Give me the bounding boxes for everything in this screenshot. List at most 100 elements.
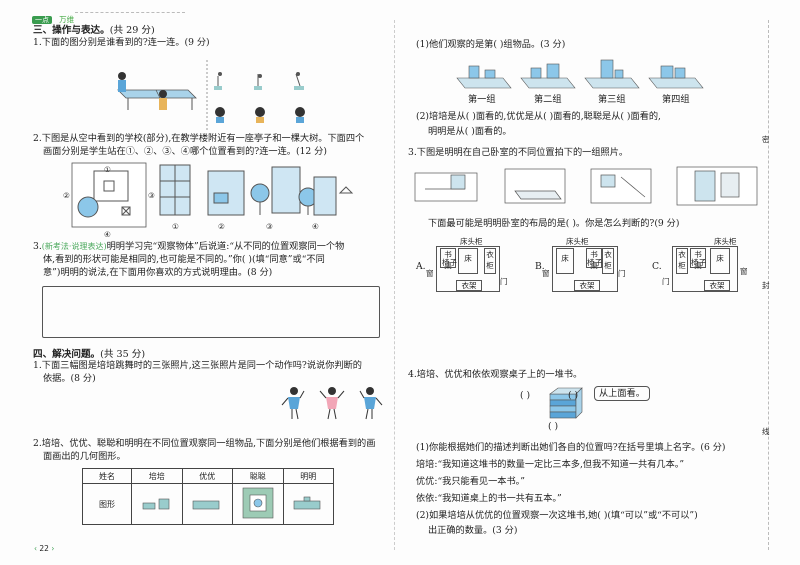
header: 一点 万维 bbox=[32, 7, 74, 26]
layoutC-desk: 书桌 bbox=[690, 248, 706, 270]
option-C-letter[interactable]: C. bbox=[652, 261, 662, 272]
layoutB-wardrobe: 衣柜 bbox=[602, 248, 614, 274]
option-B-letter[interactable]: B. bbox=[535, 261, 545, 272]
layoutA-hanger: 衣架 bbox=[456, 280, 482, 291]
table-cell-congcong bbox=[232, 483, 284, 525]
group-label-4: 第四组 bbox=[662, 94, 690, 105]
bedroom-photos bbox=[414, 166, 758, 206]
layoutB-chair: 椅子 bbox=[587, 258, 602, 267]
q3-line1: 3.(新考法·说理表达)明明学习完“观察物体”后说道:“从不同的位置观察同一个物 bbox=[33, 241, 345, 252]
q4-sub2-line2: 出正确的数量。(3 分) bbox=[428, 525, 518, 536]
layoutC-chair: 椅子 bbox=[691, 258, 706, 267]
p1-line1: 1.下面三幅图是培培跳舞时的三张照片,这三张照片是同一个动作吗?说说你判断的 bbox=[33, 360, 362, 371]
table-cell-mingming bbox=[282, 483, 334, 525]
layoutA-chair: 椅子 bbox=[442, 258, 457, 267]
map-mark-4: ④ bbox=[104, 230, 111, 239]
table-header-row: 姓名 培培 优优 聪聪 明明 bbox=[82, 468, 334, 484]
layoutB-room bbox=[552, 246, 618, 292]
dancer-photos bbox=[281, 387, 383, 420]
margin-char-2: 封 bbox=[762, 281, 770, 290]
q1-text: 1.下面的图分别是谁看到的?连一连。(9 分) bbox=[33, 37, 210, 48]
table-row-label: 图形 bbox=[82, 483, 132, 525]
table-row: 图形 bbox=[82, 483, 334, 525]
q3-ask: 下面最可能是明明卧室的布局的是( )。你是怎么判断的?(9 分) bbox=[428, 218, 680, 229]
pingpong-illustration bbox=[117, 72, 197, 110]
layoutA-room bbox=[436, 246, 500, 292]
q3-answer-box[interactable] bbox=[42, 286, 380, 338]
column-divider bbox=[394, 20, 396, 550]
r2-line2: 明明是从( )面看的。 bbox=[428, 126, 512, 137]
table-header: 优优 bbox=[181, 468, 233, 484]
layoutC-door: 门 bbox=[662, 277, 670, 286]
layoutC-hanger: 衣架 bbox=[704, 280, 730, 291]
layoutB-desk: 书桌 bbox=[586, 248, 602, 270]
table-header: 明明 bbox=[282, 468, 334, 484]
group-label-1: 第一组 bbox=[468, 94, 496, 105]
option-A-letter[interactable]: A. bbox=[416, 261, 426, 272]
book-stack bbox=[549, 387, 583, 419]
q4-yi: 依依:“我知道桌上的书一共有五本。” bbox=[416, 493, 562, 504]
layoutB-hanger: 衣架 bbox=[574, 280, 600, 291]
speech-bubble: 从上面看。 bbox=[594, 386, 650, 401]
q1-divider bbox=[206, 60, 208, 130]
table-cell-peipei bbox=[131, 483, 183, 525]
q2-four-views bbox=[159, 164, 354, 216]
group-label-2: 第二组 bbox=[534, 94, 562, 105]
q3-line3: 意”)明明的说法,在下面用你喜欢的方式说明理由。(8 分) bbox=[43, 267, 273, 278]
paren-right[interactable]: ( ) bbox=[568, 390, 579, 401]
layoutC-wardrobe: 衣柜 bbox=[676, 248, 688, 274]
brand-tag: 一点 bbox=[32, 16, 52, 24]
layoutB-window: 窗 bbox=[542, 269, 550, 278]
view-label-3: ③ bbox=[266, 222, 273, 231]
layoutA-window: 窗 bbox=[426, 269, 434, 278]
table-cell-youyou bbox=[181, 483, 233, 525]
section3-title: 三、操作与表达。(共 29 分) bbox=[33, 25, 155, 36]
shapes-table: 姓名 培培 优优 聪聪 明明 图形 bbox=[82, 468, 334, 525]
layoutB-top: 床头柜 bbox=[566, 237, 589, 246]
q3-line2: 体,看到的形状可能是相同的,也可能是不同的。”你( )(填“同意”或“不同 bbox=[43, 254, 325, 265]
layoutC-window: 窗 bbox=[740, 267, 748, 276]
table-header: 姓名 bbox=[82, 468, 132, 484]
q4-you: 优优:“我只能看见一本书。” bbox=[416, 476, 525, 487]
map-mark-2: ② bbox=[63, 191, 70, 200]
table-header: 聪聪 bbox=[232, 468, 284, 484]
layoutB-door: 门 bbox=[618, 269, 626, 278]
p1-line2: 依据。(8 分) bbox=[43, 373, 96, 384]
layoutA-top: 床头柜 bbox=[460, 237, 483, 246]
paren-bottom[interactable]: ( ) bbox=[548, 421, 559, 432]
q4-sub2-line1: (2)如果培培从优优的位置观察一次这堆书,她( )(填“可以”或“不可以”) bbox=[416, 510, 698, 521]
q4-pei: 培培:“我知道这堆书的数量一定比三本多,但我不知道一共有几本。” bbox=[416, 459, 685, 470]
paren-left[interactable]: ( ) bbox=[520, 390, 531, 401]
table-header: 培培 bbox=[131, 468, 183, 484]
view-label-4: ④ bbox=[312, 222, 319, 231]
group-label-3: 第三组 bbox=[598, 94, 626, 105]
layoutA-bed: 床 bbox=[458, 248, 478, 274]
layoutC-room bbox=[672, 246, 738, 292]
margin-char-1: 密 bbox=[762, 135, 770, 144]
q1-bottom-views bbox=[215, 107, 305, 123]
view-label-1: ① bbox=[172, 222, 179, 231]
p2-line1: 2.培培、优优、聪聪和明明在不同位置观察同一组物品,下面分别是他们根据看到的画 bbox=[33, 438, 376, 449]
layoutB-bed: 床 bbox=[556, 248, 574, 274]
page-number: ‹ 22 › bbox=[34, 544, 55, 553]
brand-tag-2: 万维 bbox=[59, 15, 75, 24]
q1-top-views bbox=[214, 72, 304, 90]
q2-line2: 画面分别是学生站在①、②、③、④哪个位置看到的?连一连。(12 分) bbox=[43, 146, 327, 157]
school-aerial-map bbox=[71, 162, 147, 228]
view-label-2: ② bbox=[218, 222, 225, 231]
layoutC-bed: 床 bbox=[710, 248, 730, 274]
four-groups-illustration bbox=[456, 59, 704, 89]
map-mark-1: ① bbox=[104, 165, 111, 174]
q4-title: 4.培培、优优和依依观察桌子上的一堆书。 bbox=[408, 369, 583, 380]
q3-title: 3.下图是明明在自己卧室的不同位置拍下的一组照片。 bbox=[408, 147, 629, 158]
margin-char-3: 线 bbox=[762, 427, 770, 436]
layoutC-top: 床头柜 bbox=[714, 237, 737, 246]
q2-line1: 2.下图是从空中看到的学校(部分),在教学楼附近有一座亭子和一棵大树。下面四个 bbox=[33, 133, 365, 144]
section4-title: 四、解决问题。(共 35 分) bbox=[33, 349, 146, 360]
layoutA-door: 门 bbox=[500, 277, 508, 286]
header-rule bbox=[75, 12, 185, 13]
binding-line bbox=[768, 20, 770, 550]
layoutA-desk: 书桌 bbox=[440, 248, 456, 270]
p2-line2: 面画出的几何图形。 bbox=[43, 451, 126, 462]
